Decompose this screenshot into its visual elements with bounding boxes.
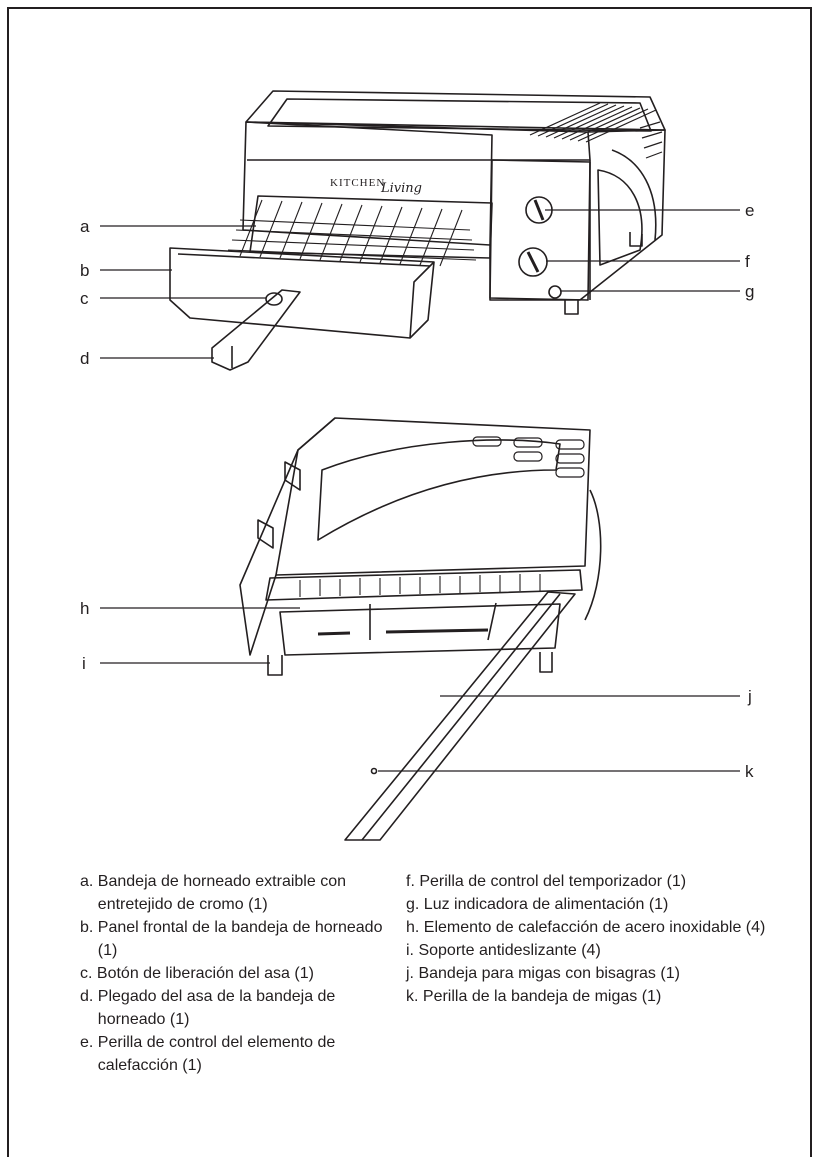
page-frame xyxy=(7,7,812,1157)
callout-letter-k: k xyxy=(745,762,754,781)
callout-letter-j: j xyxy=(747,687,752,706)
callout-letter-f: f xyxy=(745,252,750,271)
callout-letter-c: c xyxy=(80,289,89,308)
callout-letter-i: i xyxy=(82,654,86,673)
legend-item-i: i. Soporte antideslizante (4) xyxy=(406,942,601,959)
callout-letter-e: e xyxy=(745,201,754,220)
legend-item-k: k. Perilla de la bandeja de migas (1) xyxy=(406,988,662,1005)
crumb-tray-icon xyxy=(344,591,576,841)
legend-item-e: e. Perilla de control del elemento de ca… xyxy=(80,1034,336,1074)
power-light-icon xyxy=(548,285,562,299)
callout-letter-h: h xyxy=(80,599,89,618)
tray-handle-icon xyxy=(211,289,301,371)
oven-front-illustration: KITCHEN Living xyxy=(169,90,666,371)
legend-item-f: f. Perilla de control del temporizador (… xyxy=(406,873,687,890)
anti-slip-foot-icon xyxy=(267,655,283,676)
callout-letter-a: a xyxy=(80,217,90,236)
legend-item-d: d. Plegado del asa de la bandeja de horn… xyxy=(80,988,336,1028)
oven-diagram: KITCHEN Living xyxy=(80,90,754,841)
legend-item-g: g. Luz indicadora de alimentación (1) xyxy=(406,896,669,913)
callout-lines xyxy=(100,209,740,772)
brand-logo: KITCHEN xyxy=(330,177,385,189)
callout-letter-d: d xyxy=(80,349,89,368)
legend-item-b: b. Panel frontal de la bandeja de hornea… xyxy=(80,919,383,959)
legend-left-column: a. Bandeja de horneado extraible con ent… xyxy=(80,870,390,1077)
rack-grid xyxy=(227,199,477,267)
legend-right-column: f. Perilla de control del temporizador (… xyxy=(406,870,766,1008)
oven-underside-illustration xyxy=(239,417,602,841)
timer-knob-icon xyxy=(518,247,548,277)
callout-letter-g: g xyxy=(745,282,754,301)
legend-item-h: h. Elemento de calefacción de acero inox… xyxy=(406,919,766,936)
heating-element-rail xyxy=(265,569,583,601)
callout-letters: a b c d e f g h i j k xyxy=(80,201,754,781)
brand-logo-script: Living xyxy=(380,181,422,196)
legend-item-a: a. Bandeja de horneado extraible con ent… xyxy=(80,873,346,913)
release-button-icon xyxy=(265,292,283,306)
callout-letter-b: b xyxy=(80,261,89,280)
top-vents-icon xyxy=(529,102,657,143)
crumb-tray-knob-icon xyxy=(370,767,378,775)
legend-item-j: j. Bandeja para migas con bisagras (1) xyxy=(406,965,680,982)
legend-item-c: c. Botón de liberación del asa (1) xyxy=(80,965,314,982)
